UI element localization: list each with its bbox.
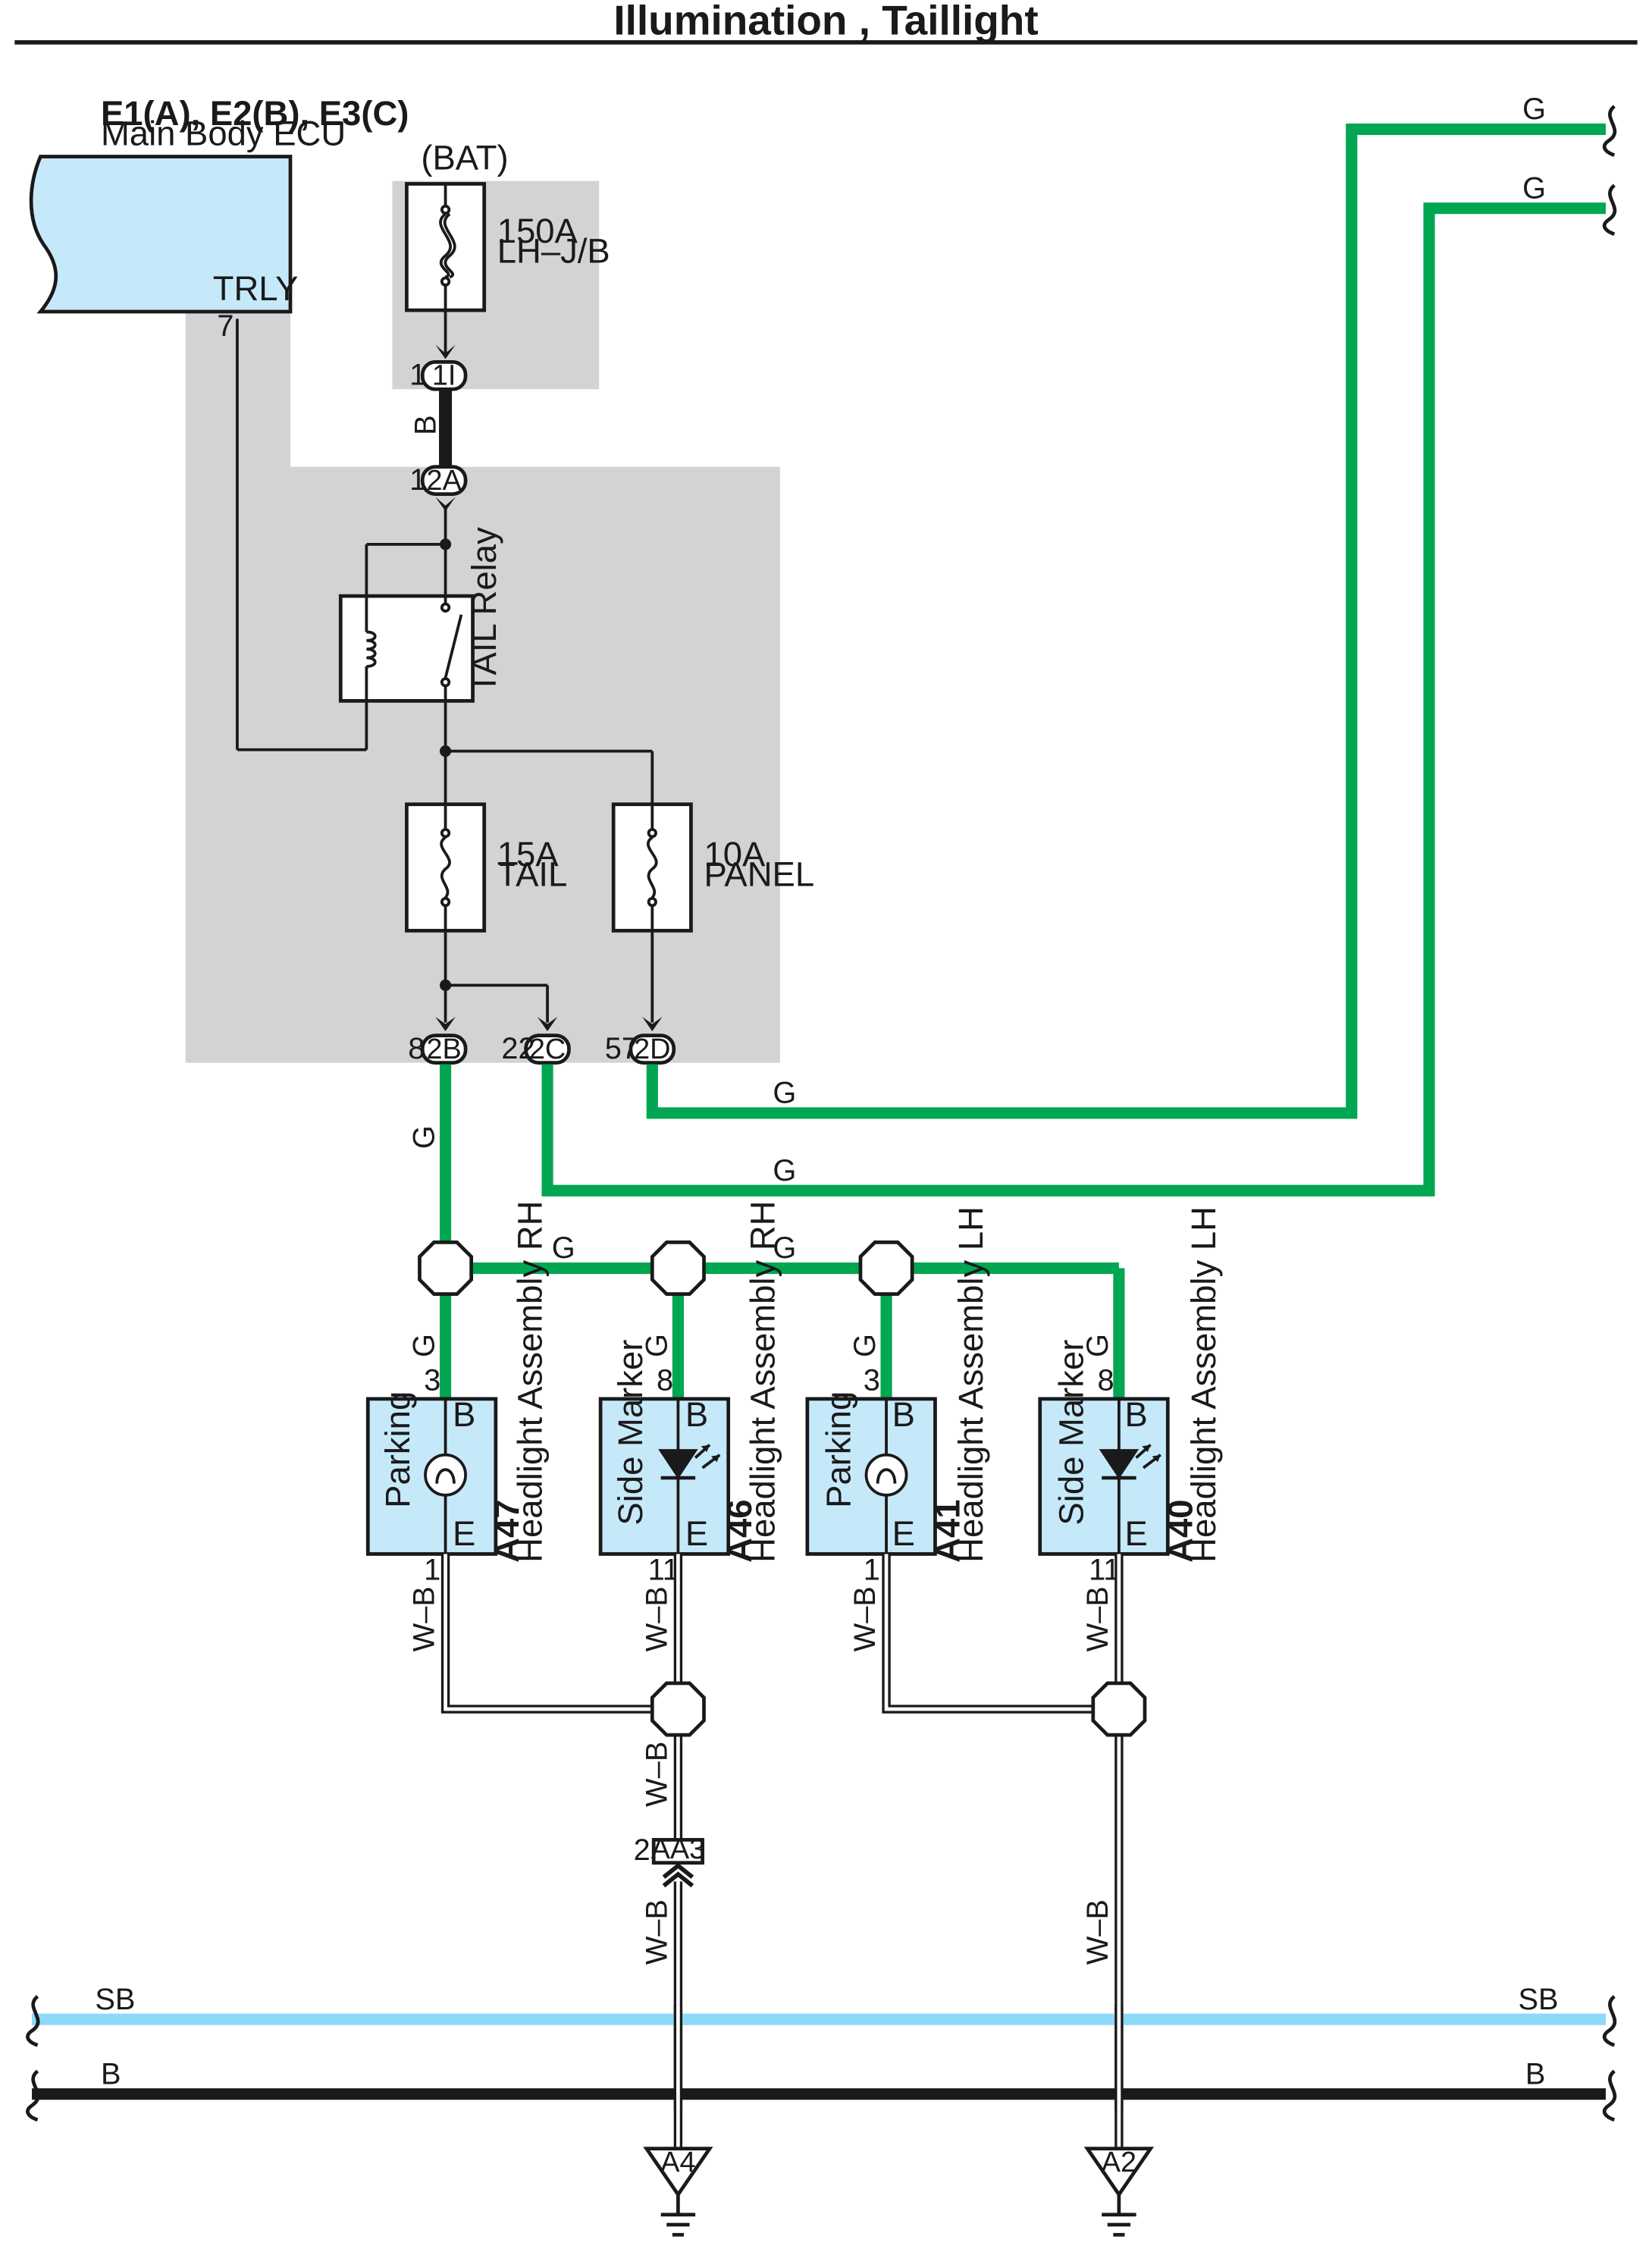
component-a41-top-pin: 3 <box>864 1364 880 1397</box>
component-a40-name: Headlight Assembly LH <box>1184 1206 1223 1563</box>
component-a41-bottom-pin: 1 <box>864 1554 880 1587</box>
component-a47-terminal-b: B <box>453 1395 475 1434</box>
connector-2c <box>524 1033 571 1065</box>
connector-aa3 <box>651 1838 704 1865</box>
junction-points-green <box>418 1240 914 1296</box>
connector-2d <box>629 1033 676 1065</box>
component-a47-name: Headlight Assembly RH <box>510 1201 549 1563</box>
connector-2a-pin: 1 <box>409 463 426 497</box>
ecu-terminal-label: TRLY <box>213 269 299 308</box>
ground-a4-label: A4 <box>660 2147 695 2178</box>
wire-color-wb-4: W–B <box>1081 1586 1114 1651</box>
battery-label: (BAT) <box>421 139 508 177</box>
component-a46-top-pin: 8 <box>657 1364 673 1397</box>
bus-breaks <box>26 1994 1617 2122</box>
tail-relay-box <box>338 594 475 703</box>
component-a40-code: A40 <box>1161 1499 1200 1562</box>
wire-color-g-2: G <box>1522 171 1546 205</box>
fuse-15a-rating: 15A <box>497 835 560 874</box>
component-a47-code: A47 <box>487 1499 526 1562</box>
connector-aa3-label: AA3 <box>651 1833 706 1865</box>
wire-color-g-3: G <box>773 1077 796 1110</box>
wire-color-g-1: G <box>1522 93 1546 126</box>
wire-color-wb-1: W–B <box>407 1586 440 1651</box>
component-a47-function: Parking <box>378 1391 417 1508</box>
wire-color-wb-2: W–B <box>640 1586 673 1651</box>
connector-1i-label: 1I <box>432 360 456 392</box>
component-a40-top-pin: 8 <box>1097 1364 1114 1397</box>
component-a46-function: Side Marker <box>611 1340 650 1526</box>
component-a41-box <box>805 1397 937 1556</box>
component-a41-function: Parking <box>820 1391 858 1508</box>
supply-wire-color: B <box>409 415 442 435</box>
component-a46-terminal-b: B <box>685 1395 708 1434</box>
green-wires <box>439 123 1607 1397</box>
wire-color-g-8: G <box>407 1334 440 1357</box>
wire-color-g-6: G <box>773 1231 796 1265</box>
bus-b-label-left: B <box>101 2057 121 2090</box>
ecu-code: E1(A), E2(B), E3(C) <box>101 94 409 133</box>
tail-relay-label: TAIL Relay <box>465 527 503 694</box>
component-a40-function: Side Marker <box>1052 1340 1091 1526</box>
component-a46-terminal-e: E <box>685 1514 708 1553</box>
connector-2b-label: 2B <box>426 1033 461 1065</box>
fuse-15a-name: TAIL <box>497 855 568 894</box>
relay-switch <box>440 544 463 750</box>
component-a47-terminal-e: E <box>453 1514 475 1553</box>
component-a47-top-pin: 3 <box>424 1364 440 1397</box>
wire-color-wb-5: W–B <box>640 1742 673 1807</box>
wire-color-g-9: G <box>640 1334 673 1357</box>
connector-2b-pin: 8 <box>408 1032 425 1065</box>
wire-color-wb-7: W–B <box>1081 1899 1114 1965</box>
component-a46-name: Headlight Assembly RH <box>743 1201 782 1563</box>
ground-a2 <box>1083 2147 1155 2237</box>
component-a46-code: A46 <box>720 1499 759 1562</box>
component-a41-terminal-e: E <box>892 1514 915 1553</box>
fuse-symbol-150a <box>439 183 456 311</box>
bus-b-label-right: B <box>1525 2057 1546 2090</box>
connector-2b <box>420 1033 468 1065</box>
connector-2d-label: 2D <box>634 1033 670 1065</box>
component-a40-terminal-b: B <box>1124 1395 1147 1434</box>
white-black-wires <box>440 1554 1124 2147</box>
relay-coil <box>236 318 446 751</box>
component-a41-name: Headlight Assembly LH <box>951 1206 990 1563</box>
wire-breaks-right <box>1602 105 1617 236</box>
bus-sb-label-right: SB <box>1518 1983 1558 2016</box>
ecu-name: Main Body ECU <box>101 114 346 152</box>
wire-color-g-7: G <box>407 1125 440 1149</box>
ground-a2-label: A2 <box>1102 2147 1136 2178</box>
component-a47-bottom-pin: 1 <box>424 1554 440 1587</box>
component-a40-terminal-e: E <box>1124 1514 1147 1553</box>
page-title: Illumination , Taillight <box>613 0 1038 43</box>
connector-2a <box>420 465 468 496</box>
ecu-box <box>29 155 293 314</box>
component-a41-code: A41 <box>929 1499 967 1562</box>
connector-aa3-pin: 2 <box>634 1833 650 1867</box>
wire-color-g-10: G <box>848 1334 882 1357</box>
wire-color-wb-3: W–B <box>848 1586 882 1651</box>
junction-points-ground <box>650 1681 1147 1737</box>
connector-2d-pin: 57 <box>605 1032 638 1065</box>
wire-color-g-5: G <box>552 1231 575 1265</box>
bus-sb-label-left: SB <box>95 1983 135 2016</box>
battery-fuse-rating: 150A <box>497 212 578 250</box>
title-rule <box>14 40 1638 45</box>
ecu-pin-label: 7 <box>217 309 234 343</box>
wire-color-g-11: G <box>1081 1334 1114 1357</box>
connector-2c-label: 2C <box>529 1033 566 1065</box>
connector-1i-pin: 1 <box>409 359 426 392</box>
wire-color-g-4: G <box>773 1154 796 1187</box>
fuse-10a-name: PANEL <box>704 855 814 894</box>
battery-fuse-location: LH–J/B <box>497 232 610 271</box>
connector-2a-label: 2A <box>426 465 462 497</box>
wire-color-wb-6: W–B <box>640 1899 673 1965</box>
connector-2c-pin: 22 <box>501 1032 534 1065</box>
ground-a4 <box>643 2147 713 2237</box>
component-a41-terminal-b: B <box>892 1395 915 1434</box>
fuse-10a-rating: 10A <box>704 835 766 874</box>
